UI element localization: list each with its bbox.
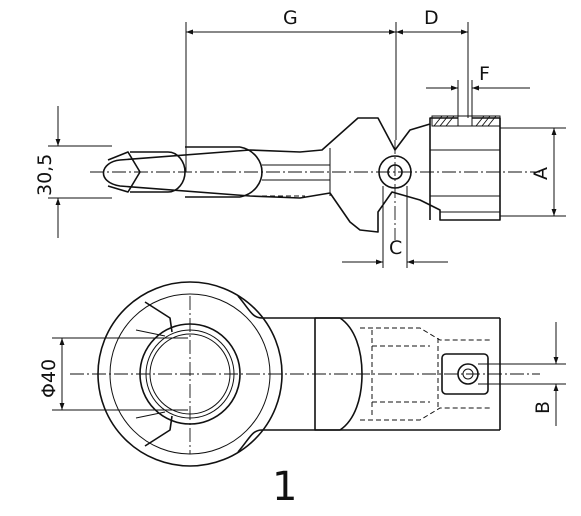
part-number: 1 xyxy=(272,464,297,510)
plan-view-finger-upper xyxy=(144,301,173,333)
dimension-d: D xyxy=(396,7,469,118)
dimension-d-label: D xyxy=(424,7,439,29)
side-view-prong-end xyxy=(239,146,263,198)
dimension-c: C xyxy=(342,186,448,268)
plan-view-ring-step xyxy=(109,293,271,455)
plan-view-finger-upper-inner xyxy=(135,329,166,337)
dimension-30-5: 30,5 xyxy=(34,106,112,238)
plan-view-finger-lower-inner xyxy=(135,411,166,419)
dimension-a-label: A xyxy=(530,167,552,180)
side-view-section-hatch xyxy=(431,115,501,127)
dimension-b-label: B xyxy=(532,401,554,414)
plan-view-finger-lower xyxy=(144,415,173,447)
dimension-diameter-40: Φ40 xyxy=(38,337,188,411)
dimension-f-label: F xyxy=(479,63,490,85)
plan-view-bore-middle xyxy=(145,329,235,419)
dimension-a: A xyxy=(500,127,566,217)
plan-view-ring-outer xyxy=(97,281,283,467)
dimension-diameter-40-label: Φ40 xyxy=(38,359,60,398)
plan-view-ball-end xyxy=(314,317,363,431)
dimension-g-label: G xyxy=(283,7,298,29)
plan-view-neck-lower xyxy=(237,429,500,453)
side-view-jaw-outline xyxy=(102,117,501,233)
plan-view-hidden-socket xyxy=(360,327,490,421)
dimension-f: F xyxy=(426,63,530,118)
side-view-fork-notch xyxy=(107,151,141,193)
plan-view-pin-hole-inner xyxy=(462,368,474,380)
side-view-fork-tip xyxy=(130,151,186,193)
plan-view-bore-inner xyxy=(149,333,231,415)
plan-view-pin-slot xyxy=(441,353,489,395)
dimension-30-5-label: 30,5 xyxy=(34,154,56,196)
plan-view-bore-outer xyxy=(139,323,241,425)
dimension-g: G xyxy=(185,7,397,172)
plan-view-neck-upper xyxy=(237,295,500,319)
dimension-b: B xyxy=(478,322,566,426)
dimension-c-label: C xyxy=(389,237,402,259)
plan-view xyxy=(70,281,540,467)
plan-view-pin-hole xyxy=(457,363,479,385)
side-view xyxy=(90,115,540,240)
